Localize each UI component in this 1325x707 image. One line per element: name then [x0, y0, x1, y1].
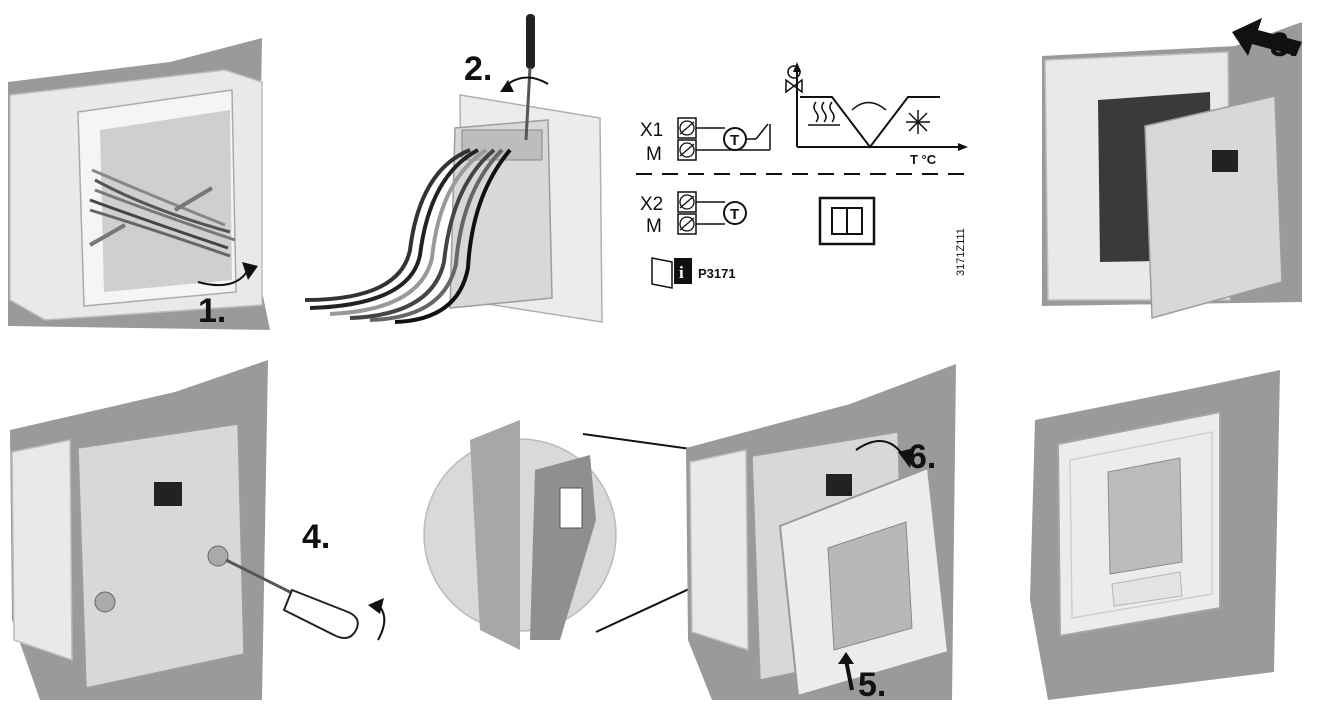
deadband-arrow-icon	[851, 101, 887, 111]
terminal-m2-label: M	[646, 216, 662, 237]
panel-step-5-6: 6. 5.	[423, 364, 956, 704]
step-4-label: 4.	[302, 518, 330, 556]
detail-connector-pins	[559, 487, 583, 529]
connector-socket	[1212, 150, 1238, 172]
cables	[89, 168, 236, 258]
screw	[94, 591, 116, 613]
connector-socket	[826, 474, 852, 496]
heating-icon	[813, 101, 835, 123]
screw	[89, 223, 126, 247]
terminal-strip	[461, 129, 543, 161]
step-3-label: 3.	[1270, 26, 1298, 64]
axis-unit-label: T °C	[910, 152, 937, 167]
book-icon	[651, 257, 673, 289]
panel-step-1: 1.	[8, 38, 270, 330]
info-icon	[674, 258, 692, 284]
terminal-x1-label: X1	[640, 120, 663, 141]
screwdriver-handle	[282, 588, 359, 639]
base-plate	[77, 423, 245, 689]
arrow-head-icon	[500, 80, 514, 92]
arrow-head-icon	[368, 598, 384, 614]
unit-bezel	[1069, 431, 1213, 619]
flush-box	[11, 439, 73, 662]
screwdriver-shaft	[524, 67, 532, 141]
wiring-diagram: X1 M T T °C X2	[636, 62, 968, 289]
flush-box	[689, 449, 749, 652]
doc-ref-label: P3171	[698, 266, 736, 281]
step-6-label: 6.	[908, 438, 936, 476]
arrow-head-icon	[898, 448, 914, 468]
characteristic-curve	[800, 96, 940, 149]
panel-step-3: 3.	[1042, 18, 1302, 319]
terminal-x2-label: X2	[640, 194, 663, 215]
info-symbol: i	[679, 263, 684, 282]
push-up-arrow-icon	[844, 659, 854, 691]
rotate-arrow-icon	[504, 76, 549, 87]
connector-socket	[154, 482, 182, 506]
unit-display	[1107, 457, 1183, 575]
device-front-icon	[818, 196, 876, 246]
push-arrow-icon	[1232, 18, 1302, 56]
switch-contact-icon	[755, 123, 769, 140]
screw	[207, 545, 229, 567]
front-display	[827, 521, 913, 651]
sensor-2-symbol: T	[730, 206, 739, 223]
arrow-head-icon	[838, 652, 854, 664]
step-5-label: 5.	[858, 666, 886, 704]
drawing-code-label: 3171Z111	[955, 228, 967, 276]
screw	[173, 186, 214, 212]
base-plate	[1144, 95, 1283, 319]
step-2-label: 2.	[464, 50, 492, 88]
panel-installed	[1030, 370, 1280, 700]
sensor-2-icon	[723, 201, 747, 225]
unit-buttons	[1111, 571, 1183, 607]
manual-reference: i P3171	[651, 257, 736, 289]
panel-step-2: 2.	[304, 14, 603, 324]
sensor-1-symbol: T	[730, 132, 739, 149]
cooling-icon	[906, 110, 930, 134]
step-1-label: 1.	[198, 292, 226, 330]
screwdriver-shaft	[225, 558, 299, 598]
screwdriver-handle	[526, 14, 535, 69]
detail-front-edge	[530, 455, 596, 640]
panel-step-4: 4.	[10, 360, 386, 700]
detail-base-edge	[470, 420, 520, 650]
terminal-m1-label: M	[646, 144, 662, 165]
arrow-head-icon	[242, 262, 258, 280]
cable-bundle	[304, 148, 512, 324]
rotate-arrow-icon	[197, 269, 249, 286]
